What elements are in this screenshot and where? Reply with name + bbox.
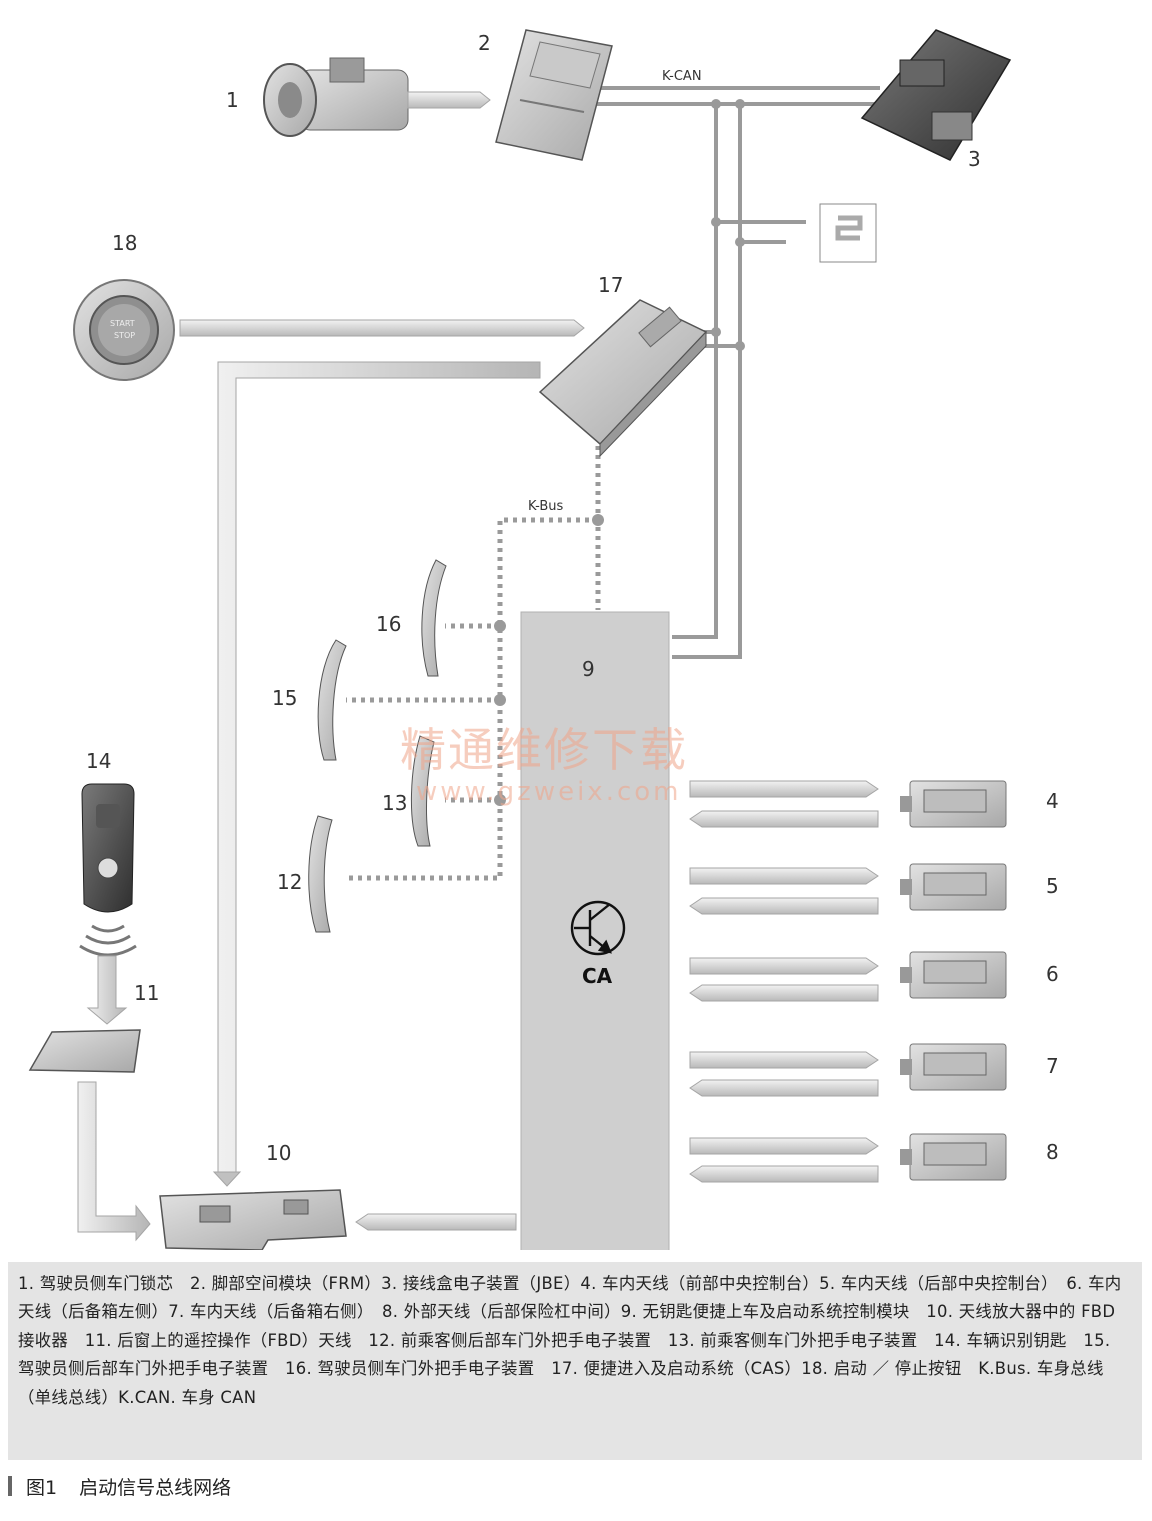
door-handle-15 (317, 639, 347, 761)
watermark-cn: 精通维修下载 (400, 723, 688, 777)
caption-bar (8, 1476, 12, 1496)
door-handle-16 (421, 559, 447, 677)
cas-module-17 (538, 299, 708, 458)
antenna-7 (900, 1043, 1007, 1091)
kcan-node-module (819, 203, 877, 263)
label-18: 18 (112, 231, 137, 255)
label-15: 15 (272, 686, 297, 710)
keyless-control-module-9 (520, 611, 670, 1250)
label-7: 7 (1046, 1054, 1059, 1078)
door-handle-12 (308, 815, 333, 933)
fbd-receiver-10 (159, 1189, 347, 1250)
label-13: 13 (382, 791, 407, 815)
button-text-stop: STOP (114, 331, 135, 340)
legend-box: 1. 驾驶员侧车门锁芯 2. 脚部空间模块（FRM）3. 接线盒电子装置（JBE… (8, 1262, 1142, 1460)
label-10: 10 (266, 1141, 291, 1165)
label-2: 2 (478, 31, 491, 55)
antenna-arrows (689, 780, 879, 1183)
label-8: 8 (1046, 1140, 1059, 1164)
label-17: 17 (598, 273, 623, 297)
figure-title: 启动信号总线网络 (79, 1476, 232, 1499)
arrow-18-to-17 (179, 319, 585, 337)
label-14: 14 (86, 749, 111, 773)
start-stop-button-18: START STOP (73, 279, 175, 381)
bus-network-diagram: K-CAN K-Bus 9 CA (28, 29, 1059, 1250)
figure-caption: 图1 启动信号总线网络 (8, 1471, 231, 1501)
figure-number: 图1 (26, 1476, 58, 1499)
kbus-label: K-Bus (528, 499, 564, 514)
antenna-8 (900, 1133, 1007, 1181)
button-text-start: START (110, 319, 135, 328)
radio-wave-icon (79, 924, 137, 957)
label-6: 6 (1046, 962, 1059, 986)
antenna-6 (900, 951, 1007, 999)
transistor-icon (570, 900, 626, 956)
antenna-4 (900, 780, 1007, 828)
arrow-1-to-2 (407, 91, 491, 109)
label-1: 1 (226, 88, 239, 112)
label-11: 11 (134, 981, 159, 1005)
label-16: 16 (376, 612, 401, 636)
watermark-url: www.gzweix.com (416, 777, 682, 807)
legend-text: 1. 驾驶员侧车门锁芯 2. 脚部空间模块（FRM）3. 接线盒电子装置（JBE… (18, 1274, 1122, 1407)
door-handle-13 (410, 735, 435, 847)
antenna-5 (900, 863, 1007, 911)
fbd-antenna-11 (28, 1029, 141, 1073)
footwell-module-frm-2 (495, 29, 613, 161)
kcan-label: K-CAN (662, 69, 702, 84)
junction-box-jbe-3 (860, 29, 1012, 161)
arrow-14-to-11 (86, 955, 128, 1025)
label-4: 4 (1046, 789, 1059, 813)
vehicle-key-14 (81, 783, 135, 913)
label-3: 3 (968, 147, 981, 171)
kcan-junction-dots (711, 99, 745, 351)
arrow-11-to-10 (77, 1081, 151, 1242)
ca-label: CA (582, 964, 613, 988)
label-12: 12 (277, 870, 302, 894)
kbus-junction-dots (494, 514, 604, 806)
door-lock-cylinder-1 (263, 57, 409, 137)
label-9: 9 (582, 657, 595, 681)
arrow-9-to-10 (355, 1213, 517, 1231)
label-5: 5 (1046, 874, 1059, 898)
